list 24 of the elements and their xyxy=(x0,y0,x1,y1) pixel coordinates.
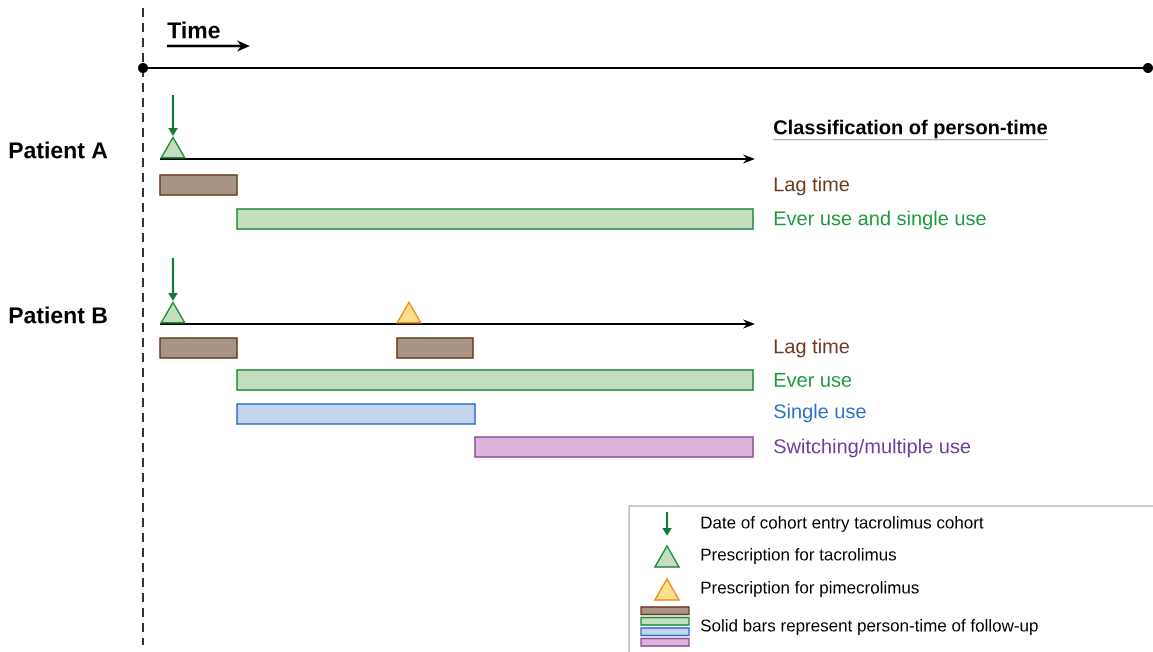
lag-time-bar xyxy=(396,337,474,359)
axis-label: Time xyxy=(167,21,220,39)
heading: Classification of person-time xyxy=(773,119,1048,140)
exposure-bar xyxy=(236,403,476,425)
prescription-triangle xyxy=(396,301,422,324)
lag-time-bar xyxy=(159,337,238,359)
legend-text: Date of cohort entry tacrolimus cohort xyxy=(701,516,984,532)
legend-text: Prescription for tacrolimus xyxy=(701,548,897,564)
row-label: Single use xyxy=(774,403,866,423)
patient-label: Patient A xyxy=(9,141,108,159)
row-label: Ever use xyxy=(774,373,852,387)
lag-time-bar xyxy=(159,174,238,196)
exposure-bar xyxy=(474,436,754,458)
legend-text: Prescription for pimecrolimus xyxy=(701,581,919,597)
row-label: Switching/multiple use xyxy=(774,438,971,458)
exposure-bar xyxy=(236,208,754,230)
exposure-bar xyxy=(236,369,754,391)
prescription-triangle xyxy=(160,136,186,159)
row-label: Ever use and single use xyxy=(774,210,986,230)
row-label: Lag time xyxy=(774,338,849,358)
legend-text: Solid bars represent person-time of follow-up xyxy=(701,619,1038,635)
row-label: Lag time xyxy=(774,176,849,196)
patient-label: Patient B xyxy=(9,306,107,324)
prescription-triangle xyxy=(160,301,186,324)
